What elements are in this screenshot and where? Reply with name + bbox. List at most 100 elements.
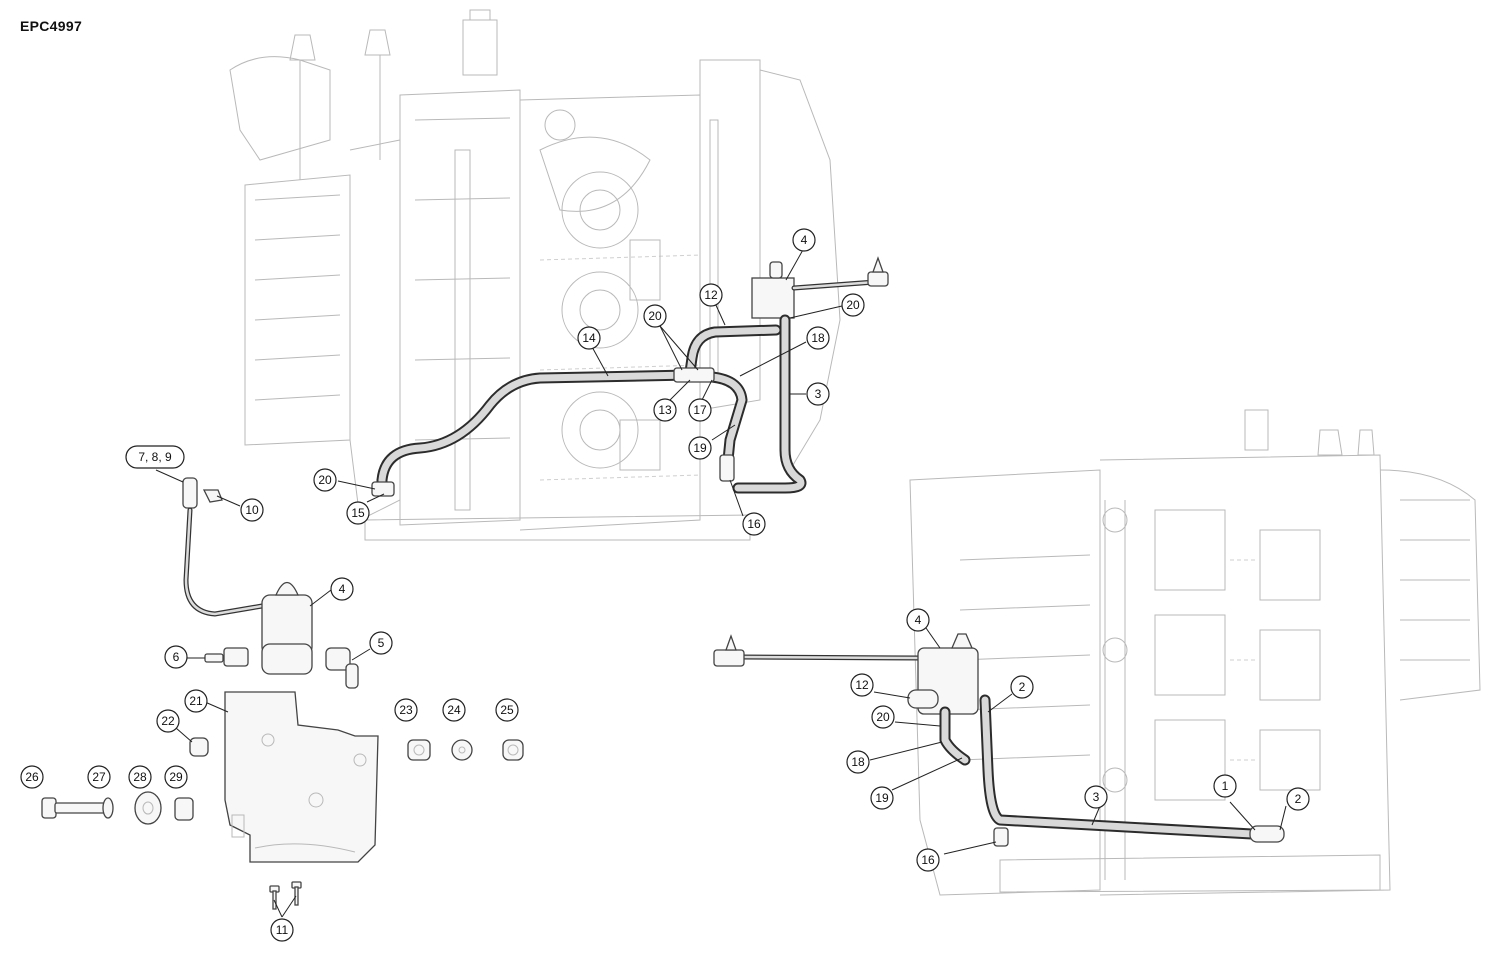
- svg-text:18: 18: [811, 331, 825, 345]
- svg-text:12: 12: [855, 678, 869, 692]
- svg-text:16: 16: [747, 517, 761, 531]
- svg-text:20: 20: [648, 309, 662, 323]
- callout-7-8-9: 7, 8, 9: [125, 445, 185, 469]
- callout-20-top-left: 20: [313, 468, 337, 492]
- fitting-15-top: [371, 481, 395, 497]
- exploded-parts: [41, 477, 524, 910]
- callout-18-top: 18: [806, 326, 830, 350]
- svg-text:29: 29: [169, 770, 183, 784]
- hose-18-side: [939, 706, 971, 766]
- svg-text:27: 27: [92, 770, 106, 784]
- svg-text:10: 10: [245, 503, 259, 517]
- svg-text:6: 6: [173, 650, 180, 664]
- callout-20-top-middle: 20: [643, 304, 667, 328]
- solenoid-valve-top: [751, 277, 795, 319]
- svg-text:15: 15: [351, 506, 365, 520]
- callout-20-side: 20: [871, 705, 895, 729]
- callout-18-side: 18: [846, 750, 870, 774]
- leader-lines: [155, 247, 1287, 918]
- svg-text:26: 26: [25, 770, 39, 784]
- callout-19-side: 19: [870, 786, 894, 810]
- top-assembly: [371, 256, 889, 497]
- check-valve-16-side: [993, 827, 1009, 847]
- washer-24: [451, 739, 473, 761]
- connector-tip-top: [872, 256, 884, 273]
- callout-26: 26: [20, 765, 44, 789]
- callout-16-top: 16: [742, 512, 766, 536]
- svg-text:2: 2: [1019, 680, 1026, 694]
- callout-5: 5: [369, 631, 393, 655]
- svg-text:5: 5: [378, 636, 385, 650]
- svg-text:14: 14: [582, 331, 596, 345]
- screws-11: [269, 881, 302, 910]
- check-valve-16-top: [719, 454, 735, 482]
- svg-text:4: 4: [339, 582, 346, 596]
- callout-1-side: 1: [1213, 774, 1237, 798]
- hose-3-top: [732, 314, 807, 494]
- solenoid-wire-top: [791, 279, 878, 291]
- callout-4-side: 4: [906, 608, 930, 632]
- side-assembly: [713, 633, 1285, 847]
- grommet-23: [407, 739, 431, 761]
- callout-25: 25: [495, 698, 519, 722]
- solenoid-cap-top: [769, 261, 783, 279]
- callout-12-top: 12: [699, 283, 723, 307]
- callout-15-top: 15: [346, 501, 370, 525]
- solenoid-valve-exploded: [261, 581, 313, 675]
- svg-text:25: 25: [500, 703, 514, 717]
- sensor-connector: [182, 477, 198, 509]
- callout-19-top: 19: [688, 436, 712, 460]
- callout-6: 6: [164, 645, 188, 669]
- svg-text:22: 22: [161, 714, 175, 728]
- hose-14-top: [376, 369, 696, 496]
- svg-text:7, 8, 9: 7, 8, 9: [138, 450, 172, 464]
- callout-2-side-upper: 2: [1010, 675, 1034, 699]
- wire-connector-side: [713, 649, 745, 667]
- callout-27: 27: [87, 765, 111, 789]
- callout-17-top: 17: [688, 398, 712, 422]
- svg-text:3: 3: [1093, 790, 1100, 804]
- callout-16-side: 16: [916, 848, 940, 872]
- grommet-28: [134, 791, 162, 825]
- callout-2-side-lower: 2: [1286, 787, 1310, 811]
- svg-text:11: 11: [276, 923, 289, 937]
- callout-14-top: 14: [577, 326, 601, 350]
- svg-text:24: 24: [447, 703, 461, 717]
- svg-text:3: 3: [815, 387, 822, 401]
- callout-22: 22: [156, 709, 180, 733]
- grommet-22: [189, 737, 209, 757]
- callout-4-top: 4: [792, 228, 816, 252]
- svg-text:23: 23: [399, 703, 413, 717]
- callout-4-exploded: 4: [330, 577, 354, 601]
- wire-connector-top: [867, 271, 889, 287]
- svg-text:4: 4: [915, 613, 922, 627]
- engine-top-view-ghost: [229, 9, 841, 541]
- svg-text:20: 20: [318, 473, 332, 487]
- svg-text:16: 16: [921, 853, 935, 867]
- svg-text:1: 1: [1222, 779, 1229, 793]
- callout-12-side: 12: [850, 673, 874, 697]
- svg-text:13: 13: [658, 403, 672, 417]
- fitting-1-side: [1249, 825, 1285, 843]
- callout-23: 23: [394, 698, 418, 722]
- bolt-26: [41, 797, 106, 819]
- callout-28: 28: [128, 765, 152, 789]
- solenoid-cap-side: [951, 633, 973, 649]
- svg-text:4: 4: [801, 233, 808, 247]
- hose-12-top: [684, 324, 782, 378]
- tee-fitting-top: [673, 367, 715, 383]
- svg-text:18: 18: [851, 755, 865, 769]
- fitting-6: [204, 647, 249, 667]
- washer-27: [102, 797, 114, 819]
- callout-3-top: 3: [806, 382, 830, 406]
- callout-11: 11: [270, 918, 294, 942]
- svg-text:12: 12: [704, 288, 718, 302]
- engine-side-view-ghost: [909, 409, 1481, 896]
- callout-10: 10: [240, 498, 264, 522]
- svg-text:28: 28: [133, 770, 147, 784]
- svg-text:17: 17: [693, 403, 707, 417]
- callout-13-top: 13: [653, 398, 677, 422]
- callout-3-side: 3: [1084, 785, 1108, 809]
- svg-text:19: 19: [875, 791, 889, 805]
